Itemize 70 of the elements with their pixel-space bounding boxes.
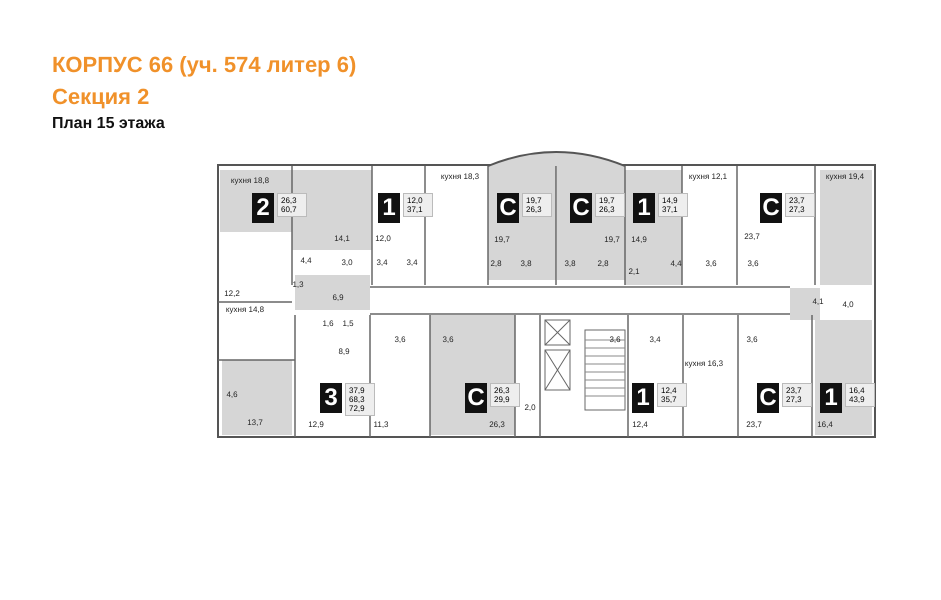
room-area-label: 12,2 [224,290,240,298]
room-count-badge: С [497,193,519,223]
room-area-label: 1,3 [292,281,304,289]
room-area-label: кухня 18,3 [440,173,480,181]
room-area-label: кухня 12,1 [688,173,728,181]
apartment-area-box: 14,9 37,1 [658,193,688,217]
room-area-label: 3,6 [442,336,454,344]
room-count-badge: 3 [320,383,342,413]
room-count-badge: 2 [252,193,274,223]
room-count-badge: 1 [633,193,655,223]
room-count-badge: С [760,193,782,223]
room-count-badge: 1 [378,193,400,223]
section-heading: Секция 2 [52,84,150,110]
room-area-label: кухня 19,4 [826,173,864,181]
room-area-label: 8,9 [338,348,350,356]
room-area-label: 3,0 [341,259,353,267]
room-area-label: 3,6 [394,336,406,344]
room-area-label: кухня 14,8 [226,306,264,314]
room-area-label: 26,3 [489,421,505,429]
room-area-label: 4,4 [670,260,682,268]
room-area-label: 2,8 [490,260,502,268]
apartment-area-box: 19,7 26,3 [595,193,625,217]
room-area-label: 1,5 [342,320,354,328]
apartment-area-box: 16,4 43,9 [845,383,875,407]
room-area-label: 3,6 [609,336,621,344]
room-area-label: 14,1 [334,235,350,243]
apartment-area-box: 23,7 27,3 [782,383,812,407]
apartment-area-box: 12,0 37,1 [403,193,433,217]
room-area-label: 3,4 [406,259,418,267]
room-area-label: 3,4 [376,259,388,267]
title: КОРПУС 66 (уч. 574 литер 6) [52,52,356,78]
room-area-label: 3,8 [520,260,532,268]
room-area-label: 4,4 [300,257,312,265]
room-area-label: 23,7 [744,233,760,241]
apartment-area-box: 26,3 29,9 [490,383,520,407]
room-count-badge: 1 [632,383,654,413]
room-area-label: 19,7 [604,236,620,244]
room-count-badge: С [570,193,592,223]
room-area-label: 3,6 [747,260,759,268]
room-area-label: 23,7 [746,421,762,429]
apartment-area-box: 26,3 60,7 [277,193,307,217]
room-area-label: 2,1 [628,268,640,276]
apartment-area-box: 37,9 68,3 72,9 [345,383,375,416]
room-area-label: 4,6 [226,391,238,399]
apartment-area-box: 19,7 26,3 [522,193,552,217]
room-area-label: 13,7 [247,419,263,427]
room-area-label: 2,8 [597,260,609,268]
room-area-label: 16,4 [817,421,833,429]
room-area-label: 3,6 [705,260,717,268]
room-area-label: 6,9 [332,294,344,302]
room-area-label: 4,0 [842,301,854,309]
room-area-label: 19,7 [494,236,510,244]
apartment-area-box: 12,4 35,7 [657,383,687,407]
room-area-label: 4,1 [812,298,824,306]
room-area-label: 11,3 [374,421,388,429]
room-area-label: 14,9 [631,236,647,244]
room-area-label: 3,8 [564,260,576,268]
room-area-label: 3,6 [746,336,758,344]
room-area-label: 1,6 [322,320,334,328]
room-area-label: кухня 18,8 [230,177,270,185]
room-count-badge: С [465,383,487,413]
room-area-label: 12,0 [375,235,391,243]
room-area-label: 3,4 [649,336,661,344]
room-area-label: 12,9 [308,421,324,429]
room-area-label: кухня 16,3 [684,360,724,368]
room-count-badge: 1 [820,383,842,413]
floor-subtitle: План 15 этажа [52,115,165,133]
room-count-badge: С [757,383,779,413]
room-area-label: 12,4 [632,421,648,429]
apartment-area-box: 23,7 27,3 [785,193,815,217]
